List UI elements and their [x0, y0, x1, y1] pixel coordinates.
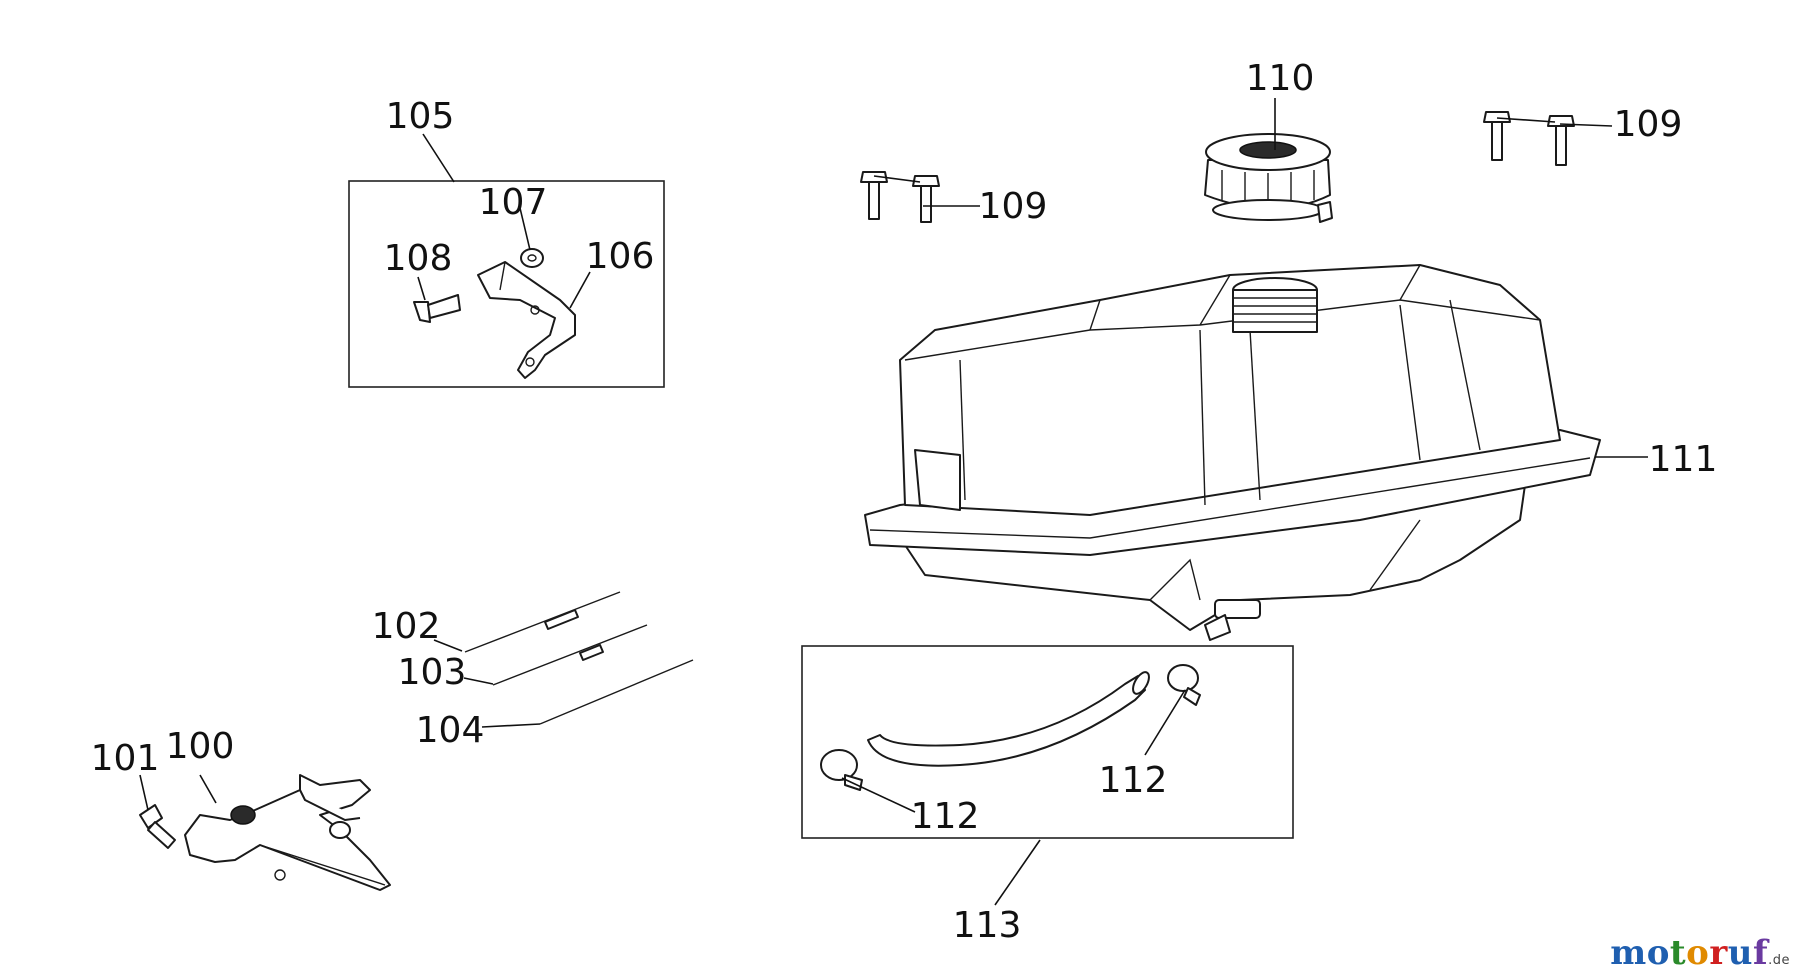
watermark-letter: r: [1709, 933, 1728, 973]
label-112-right: 112: [1099, 760, 1168, 801]
bolt-left-a: [860, 171, 888, 220]
watermark-letter: m: [1610, 933, 1647, 973]
bracket-106: [477, 261, 576, 379]
fuel-hose: [867, 671, 1150, 767]
fuel-tank: [864, 264, 1601, 641]
label-109-right: 109: [1614, 104, 1683, 145]
label-102: 102: [372, 606, 441, 647]
label-107: 107: [479, 182, 548, 223]
cable-102: [464, 591, 621, 653]
throttle-lever-assembly: [184, 774, 391, 891]
motoruf-watermark-logo: motoruf.de: [1610, 933, 1790, 973]
cable-103: [492, 624, 648, 686]
label-110: 110: [1246, 58, 1315, 99]
label-109-left: 109: [979, 186, 1048, 227]
label-103: 103: [398, 652, 467, 693]
label-113: 113: [953, 905, 1022, 946]
tank-outlet: [1214, 599, 1261, 619]
label-101: 101: [91, 738, 160, 779]
label-111: 111: [1649, 439, 1718, 480]
watermark-letter: f: [1752, 933, 1769, 973]
label-105: 105: [386, 96, 455, 137]
hose-clamp-right: [1167, 664, 1201, 706]
label-112-left: 112: [911, 796, 980, 837]
nut-107: [520, 248, 544, 268]
label-104: 104: [416, 710, 485, 751]
watermark-suffix: .de: [1768, 953, 1790, 968]
bolt-101: [139, 804, 176, 849]
cable-104: [539, 659, 694, 725]
watermark-letter: u: [1727, 933, 1753, 973]
watermark-letter: t: [1669, 933, 1687, 973]
watermark-letter: o: [1646, 933, 1670, 973]
label-106: 106: [586, 236, 655, 277]
watermark-text: motoruf: [1610, 933, 1768, 973]
bracket-kit-box: [348, 180, 665, 388]
hose-kit-box: [801, 645, 1294, 839]
leader-lines: [139, 98, 1648, 906]
bolt-right-a: [1483, 111, 1511, 161]
label-100: 100: [166, 726, 235, 767]
bolt-left-b: [912, 175, 940, 223]
fuel-cap: [1204, 133, 1333, 223]
bolt-108: [413, 294, 461, 323]
label-108: 108: [384, 238, 453, 279]
watermark-letter: o: [1686, 933, 1710, 973]
part-labels: 105 107 108 106 110 109 109 111 102 103 …: [91, 58, 1718, 946]
